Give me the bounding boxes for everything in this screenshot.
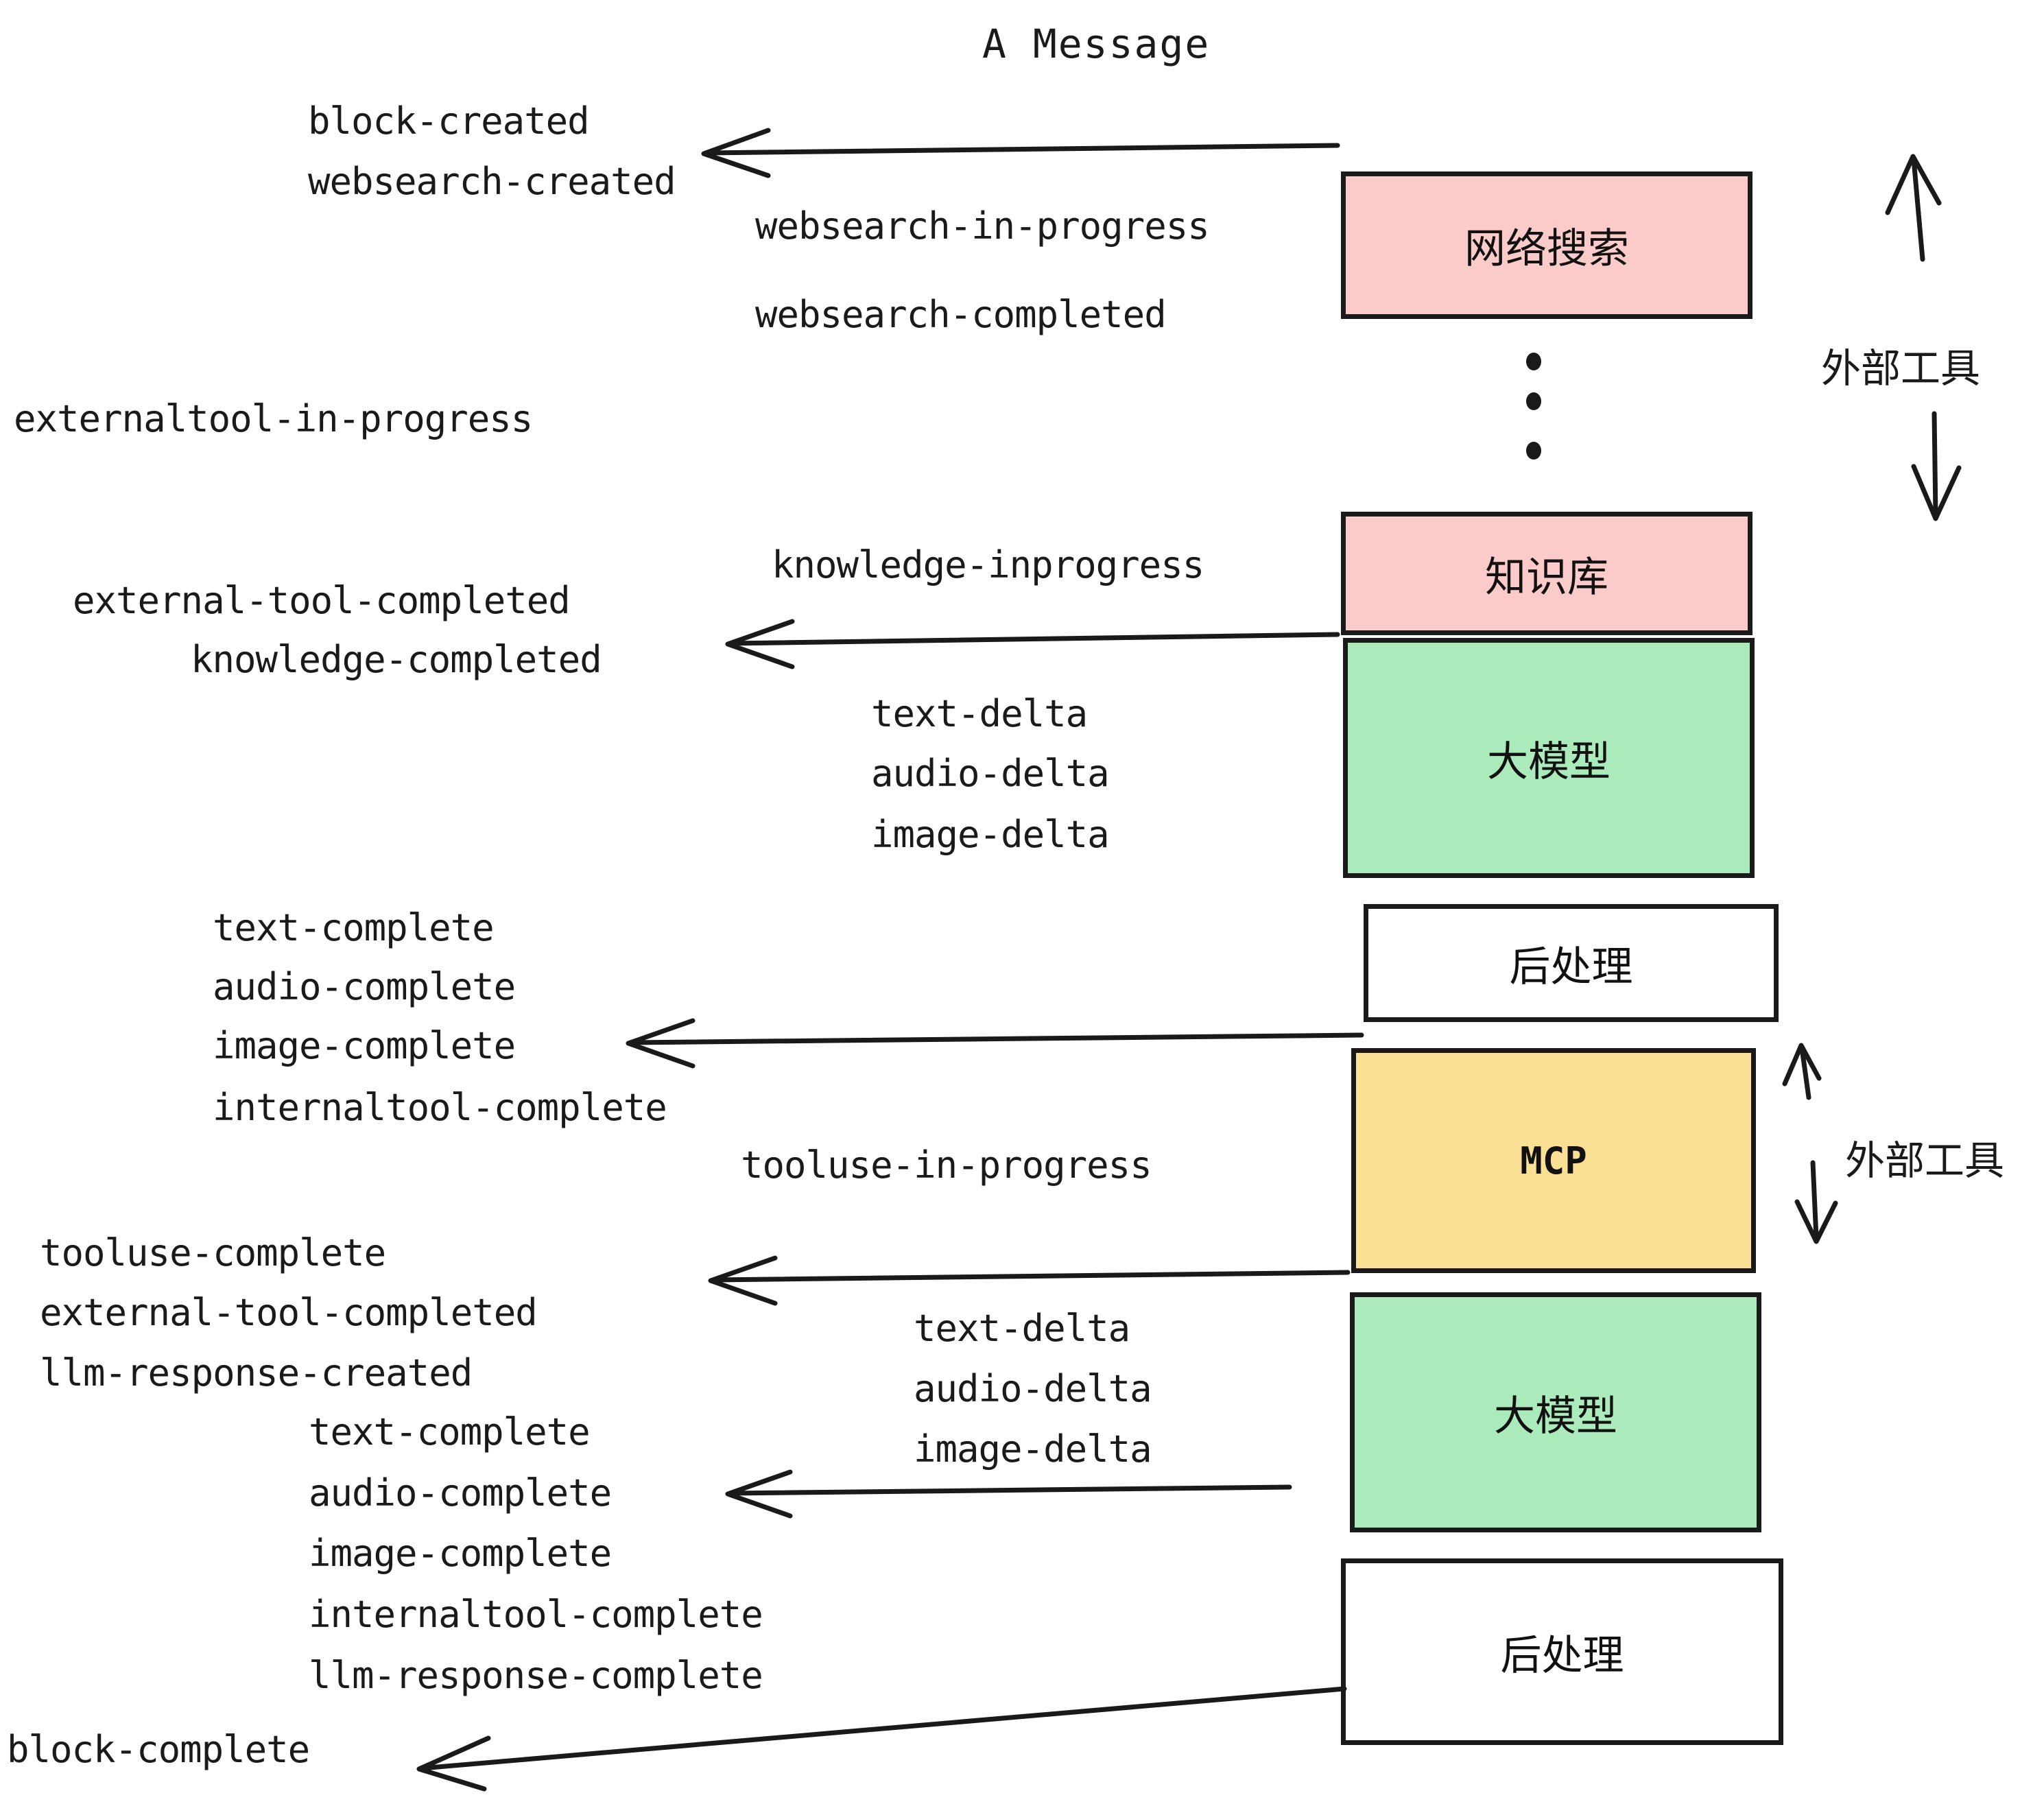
event-label-text-delta-2: text-delta bbox=[914, 1307, 1130, 1350]
arrow-head bbox=[416, 1735, 491, 1792]
arrow-head bbox=[708, 1255, 778, 1306]
event-label-llm-response-complete: llm-response-complete bbox=[309, 1654, 763, 1697]
event-label-llm-response-created: llm-response-created bbox=[40, 1351, 473, 1394]
arrow-knowledge-to-completed bbox=[728, 632, 1340, 646]
arrow-external-tools-top-down bbox=[1932, 411, 1938, 519]
event-label-externaltool-in-progress: externaltool-in-progress bbox=[14, 397, 533, 440]
side-label-external-tools-bottom: 外部工具 bbox=[1845, 1137, 2005, 1184]
event-label-websearch-in-progress: websearch-in-progress bbox=[755, 204, 1210, 248]
arrow-head bbox=[1794, 1199, 1838, 1244]
arrow-postprocess-to-block-complete bbox=[419, 1686, 1347, 1771]
arrow-head bbox=[1885, 154, 1942, 215]
component-box-label: 大模型 bbox=[1494, 1392, 1617, 1440]
arrow-head bbox=[725, 619, 795, 669]
event-label-external-tool-completed-2: external-tool-completed bbox=[40, 1291, 538, 1334]
ellipsis-dot bbox=[1526, 392, 1541, 410]
event-label-knowledge-completed: knowledge-completed bbox=[191, 638, 602, 681]
event-label-audio-complete-1: audio-complete bbox=[213, 965, 516, 1008]
event-label-image-delta-1: image-delta bbox=[871, 813, 1110, 856]
event-label-websearch-completed: websearch-completed bbox=[755, 293, 1167, 336]
event-label-tooluse-in-progress: tooluse-in-progress bbox=[741, 1143, 1152, 1187]
event-label-audio-delta-2: audio-delta bbox=[914, 1367, 1152, 1410]
component-box-mcp: MCP bbox=[1351, 1048, 1756, 1273]
event-label-knowledge-inprogress: knowledge-inprogress bbox=[772, 543, 1204, 586]
component-box-label: 知识库 bbox=[1485, 553, 1608, 602]
arrow-external-tools-bottom-down bbox=[1810, 1160, 1819, 1241]
side-label-external-tools-top: 外部工具 bbox=[1821, 345, 1981, 392]
arrow-mcp-to-tooluse-complete bbox=[711, 1270, 1351, 1283]
component-box-websearch: 网络搜索 bbox=[1341, 171, 1752, 319]
arrow-external-tools-top-up bbox=[1911, 156, 1925, 262]
event-label-audio-complete-2: audio-complete bbox=[309, 1471, 612, 1515]
component-box-label: 大模型 bbox=[1487, 737, 1611, 786]
event-label-audio-delta-1: audio-delta bbox=[871, 752, 1110, 795]
event-label-block-created: block-created bbox=[308, 99, 590, 143]
ellipsis-dot bbox=[1526, 442, 1541, 460]
event-label-external-tool-completed-1: external-tool-completed bbox=[73, 579, 571, 622]
event-label-internaltool-complete-2: internaltool-complete bbox=[309, 1593, 763, 1636]
component-box-postprocess-bottom: 后处理 bbox=[1341, 1558, 1783, 1745]
arrow-websearch-to-block-created bbox=[704, 143, 1340, 156]
event-label-tooluse-complete: tooluse-complete bbox=[40, 1231, 386, 1274]
event-label-text-complete-2: text-complete bbox=[309, 1410, 591, 1453]
arrow-head bbox=[725, 1469, 793, 1519]
event-label-text-delta-1: text-delta bbox=[871, 692, 1088, 735]
event-label-image-complete-1: image-complete bbox=[213, 1024, 516, 1067]
component-box-label: 后处理 bbox=[1500, 1631, 1624, 1680]
component-box-postprocess-top: 后处理 bbox=[1364, 904, 1779, 1022]
event-label-image-complete-2: image-complete bbox=[309, 1532, 612, 1575]
arrow-external-tools-bottom-up bbox=[1799, 1045, 1811, 1100]
component-box-label: 网络搜索 bbox=[1464, 225, 1629, 273]
arrow-llm-to-audio-complete bbox=[728, 1484, 1292, 1496]
page-title: A Message bbox=[982, 21, 1211, 67]
component-box-label: MCP bbox=[1520, 1139, 1587, 1183]
arrow-head bbox=[701, 128, 771, 178]
ellipsis-dot bbox=[1526, 353, 1541, 370]
arrow-head bbox=[1911, 464, 1962, 521]
component-box-knowledge: 知识库 bbox=[1341, 512, 1752, 635]
event-label-internaltool-complete-1: internaltool-complete bbox=[213, 1086, 667, 1129]
arrow-head bbox=[1782, 1043, 1822, 1087]
event-label-image-delta-2: image-delta bbox=[914, 1427, 1152, 1471]
arrow-postprocess-to-image-complete bbox=[628, 1032, 1364, 1045]
component-box-llm-bottom: 大模型 bbox=[1350, 1292, 1761, 1532]
arrow-head bbox=[626, 1018, 696, 1069]
component-box-llm-top: 大模型 bbox=[1343, 638, 1755, 878]
event-label-block-complete: block-complete bbox=[7, 1728, 310, 1771]
event-label-websearch-created: websearch-created bbox=[308, 160, 676, 203]
component-box-label: 后处理 bbox=[1509, 942, 1633, 991]
event-label-text-complete-1: text-complete bbox=[213, 906, 495, 949]
